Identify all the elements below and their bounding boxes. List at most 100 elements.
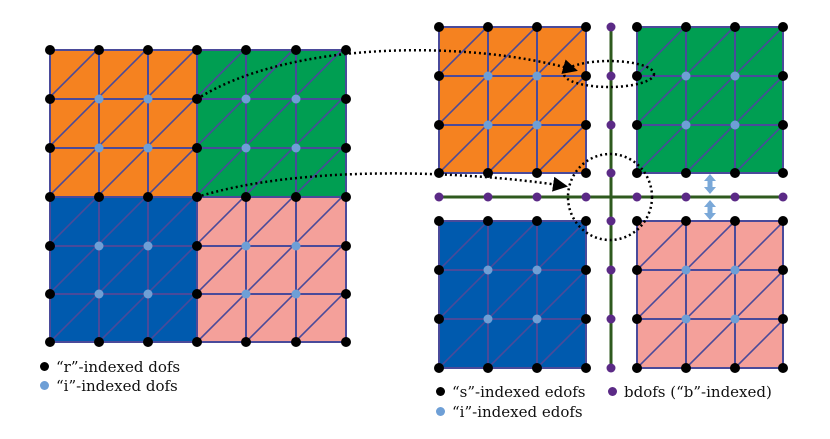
subdomain-green-diagonal xyxy=(637,27,686,77)
bdof-vertical xyxy=(606,314,616,324)
left-i-dof xyxy=(94,94,104,104)
left-i-dof xyxy=(291,143,301,153)
bdof-horizontal xyxy=(532,192,542,202)
double-arrow-upper xyxy=(704,174,716,194)
left-r-dof xyxy=(341,241,351,251)
left-r-dof xyxy=(45,192,55,202)
subdomain-green-diagonal xyxy=(637,27,735,126)
subdomain-blue-diagonal xyxy=(439,221,489,272)
subdomain-blue-s-edof xyxy=(434,314,444,324)
subdomain-blue-s-edof xyxy=(532,363,542,373)
subdomain-green-i-edof xyxy=(681,120,691,130)
subdomain-blue-diagonal xyxy=(536,317,586,368)
subdomain-blue-s-edof xyxy=(434,216,444,226)
subdomain-green-diagonal xyxy=(637,27,783,173)
left-r-dof xyxy=(45,241,55,251)
left-r-dof xyxy=(192,143,202,153)
subdomain-green-diagonal xyxy=(685,74,783,173)
subdomain-blue-mesh xyxy=(439,221,586,368)
subdomain-green-s-edof xyxy=(632,120,642,130)
left-i-dof xyxy=(94,289,104,299)
left-r-dof xyxy=(241,337,251,347)
i-edof-swatch xyxy=(436,407,445,416)
subdomain-pink-s-edof xyxy=(778,314,788,324)
subdomain-orange-s-edof xyxy=(434,22,444,32)
subdomain-green-i-edof xyxy=(681,71,691,81)
legend-i-edofs-label: “i”-indexed edofs xyxy=(452,403,583,421)
subdomain-orange-s-edof xyxy=(483,22,493,32)
left-r-dof xyxy=(143,45,153,55)
left-i-dof xyxy=(291,241,301,251)
subdomain-orange-s-edof xyxy=(532,22,542,32)
subdomain-pink-s-edof xyxy=(632,314,642,324)
left-r-dof xyxy=(341,143,351,153)
subdomain-blue-i-edof xyxy=(532,265,542,275)
left-r-dof xyxy=(192,45,202,55)
subdomain-blue-border xyxy=(438,220,587,369)
left-i-dof xyxy=(241,241,251,251)
subdomain-orange-s-edof xyxy=(581,120,591,130)
left-r-dof xyxy=(192,192,202,202)
subdomain-orange-diagonal xyxy=(536,122,586,173)
subdomain-pink-s-edof xyxy=(778,363,788,373)
subdomain-pink-s-edof xyxy=(632,363,642,373)
subdomain-pink-border xyxy=(636,220,784,369)
subdomain-pink-i-edof xyxy=(730,265,740,275)
subdomain-blue-s-edof xyxy=(581,265,591,275)
left-r-dof xyxy=(341,94,351,104)
interface-lines xyxy=(439,27,783,368)
subdomain-blue-s-edof xyxy=(532,216,542,226)
bdof-horizontal xyxy=(730,192,740,202)
bdof-vertical xyxy=(606,363,616,373)
left-r-dof xyxy=(291,45,301,55)
bdof-vertical xyxy=(606,71,616,81)
subdomain-pink-s-edof xyxy=(778,265,788,275)
legend-i-dofs-label: “i”-indexed dofs xyxy=(56,377,178,395)
subdomain-pink-mesh xyxy=(637,221,783,368)
left-i-dof xyxy=(241,94,251,104)
subdomain-green-mesh xyxy=(637,27,783,173)
subdomain-orange-diagonal xyxy=(439,27,586,173)
left-r-dof xyxy=(45,337,55,347)
legend-bdofs-label: bdofs (“b”-indexed) xyxy=(624,383,772,401)
subdomain-orange-s-edof xyxy=(434,120,444,130)
left-r-dof xyxy=(291,192,301,202)
subdomain-orange-i-edof xyxy=(532,120,542,130)
left-i-dof xyxy=(143,143,153,153)
subdomain-blue-i-edof xyxy=(483,314,493,324)
subdomain-orange-s-edof xyxy=(434,71,444,81)
i-dof-swatch xyxy=(40,381,49,390)
subdomain-blue-i-edof xyxy=(483,265,493,275)
left-r-dof xyxy=(192,337,202,347)
left-r-dof xyxy=(241,45,251,55)
subdomain-green-border xyxy=(636,26,784,174)
subdomain-orange-i-edof xyxy=(532,71,542,81)
legend-s-edofs-label: “s”-indexed edofs xyxy=(452,383,586,401)
subdomain-green-s-edof xyxy=(778,22,788,32)
bdof-horizontal xyxy=(681,192,691,202)
left-r-dof xyxy=(341,289,351,299)
left-i-dof xyxy=(143,289,153,299)
left-r-dof xyxy=(45,94,55,104)
dof-markers xyxy=(45,22,788,373)
legend-i-dofs: “i”-indexed dofs xyxy=(40,377,178,395)
bdof-vertical xyxy=(606,216,616,226)
subdomain-green-s-edof xyxy=(778,168,788,178)
subdomain-pink-s-edof xyxy=(632,216,642,226)
subdomain-orange-mesh xyxy=(439,27,586,173)
legend-r-dofs: “r”-indexed dofs xyxy=(40,358,180,376)
subdomain-blue-s-edof xyxy=(581,314,591,324)
left-i-dof xyxy=(94,241,104,251)
left-r-dof xyxy=(143,192,153,202)
dotted-arrow-edge xyxy=(196,49,578,101)
annotations xyxy=(196,49,716,242)
left-i-dof xyxy=(291,94,301,104)
left-r-dof xyxy=(341,45,351,55)
subdomain-pink-diagonal xyxy=(685,269,783,368)
subdomain-orange-s-edof xyxy=(581,22,591,32)
legend-s-edofs: “s”-indexed edofs xyxy=(436,383,586,401)
subdomain-orange-s-edof xyxy=(434,168,444,178)
subdomain-pink-diagonal xyxy=(637,221,736,321)
subdomain-pink-diagonal xyxy=(734,318,783,368)
